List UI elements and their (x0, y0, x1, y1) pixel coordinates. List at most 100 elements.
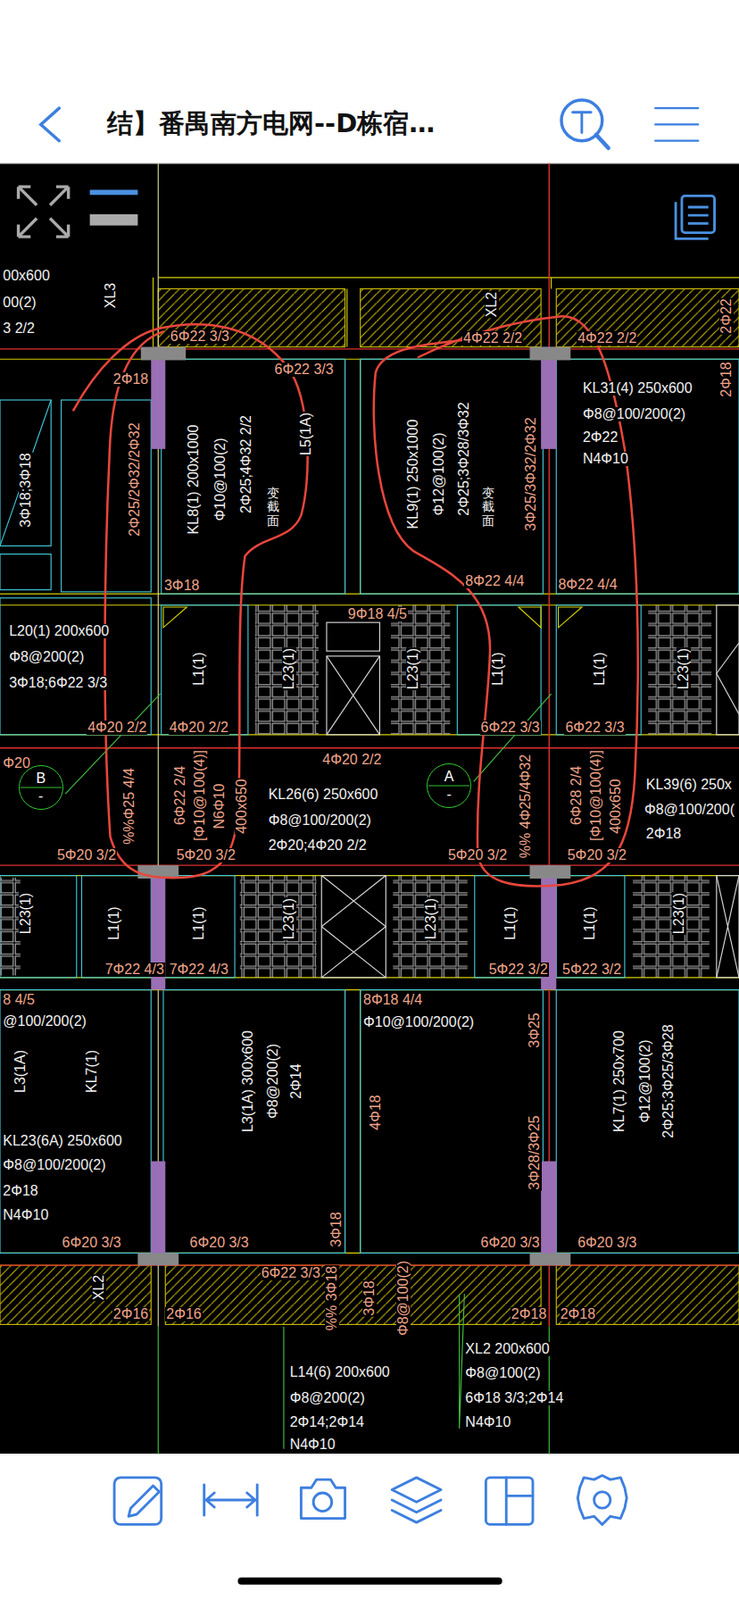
room-outlines-part (0, 989, 151, 1254)
beam-lines-part (0, 875, 739, 1254)
room-outlines-part (161, 358, 346, 594)
vertical-rebar-note: L1(1) (191, 650, 207, 686)
rebar-note: Φ8@100/200(2) (581, 406, 687, 422)
rebar-note: 6Φ20 3/3 (480, 1235, 541, 1250)
header-icons-part (41, 107, 60, 142)
vertical-rebar-note: L1(1) (490, 650, 506, 686)
vertical-rebar-note: %%Φ25 4/4 (122, 766, 137, 846)
beam-lines-part (0, 277, 739, 359)
cad-toolbar-icons-part (90, 214, 139, 226)
vertical-rebar-note: 3Φ18;3Φ18 (18, 451, 34, 528)
rebar-note: 2Φ18 (112, 372, 150, 387)
rebar-note: 7Φ22 4/3 (168, 962, 230, 977)
vertical-rebar-note: KL7(1) (84, 1048, 100, 1094)
rebar-note: 8 4/5 (1, 992, 36, 1007)
room-outlines (0, 358, 739, 1253)
columns-part (530, 347, 572, 361)
stair-grids-part (390, 605, 450, 735)
stair-grids-part (0, 877, 21, 976)
vertical-rebar-note: 3Φ25 (527, 1012, 542, 1049)
columns-part (530, 1252, 572, 1265)
shaft-crosses-part (716, 642, 739, 715)
rebar-note: 8Φ22 4/4 (464, 573, 525, 589)
rebar-note: 3 2/2 (1, 321, 36, 336)
hatched-bands-part (0, 1264, 151, 1324)
leader-lines-part (283, 1293, 465, 1449)
vertical-rebar-note: 4Φ18 (368, 1093, 383, 1130)
divider-line (20, 787, 62, 789)
header-icons-part (596, 134, 609, 149)
rebar-note: Φ8@100(2) (464, 1365, 541, 1380)
screen-grounds-part (0, 162, 739, 164)
rebar-note: 2Φ18 (510, 1306, 548, 1321)
vertical-rebar-note: 2Φ25;4Φ32 2/2 (239, 414, 254, 515)
vertical-rebar-note: 400x650 (608, 777, 623, 834)
red-markup-part (373, 315, 639, 886)
vertical-rebar-note: 400x650 (234, 777, 250, 834)
hatched-bands-part (556, 288, 739, 347)
vertical-rebar-note: L1(1) (107, 905, 122, 941)
axis-lines-light-part (157, 163, 159, 1327)
room-outlines-part (0, 597, 151, 735)
rebar-note: 5Φ22 3/2 (488, 962, 549, 977)
cad-toolbar-icons-part-part (18, 218, 38, 238)
vertical-rebar-note: L23(1) (282, 896, 297, 939)
vertical-rebar-note: [Φ10@100(4)] (589, 748, 604, 842)
room-outlines-part (0, 554, 51, 590)
bottom-toolbar-icons-part (128, 1485, 159, 1516)
vertical-rebar-note: 3Φ18 (362, 1278, 377, 1316)
beam-lines-part (345, 358, 361, 1253)
vertical-rebar-note: KL7(1) 250x700 (612, 1029, 627, 1133)
room-outlines-part (0, 399, 51, 546)
rebar-note: 6Φ22 3/3 (480, 720, 541, 735)
shaft-crosses (321, 605, 739, 978)
vertical-rebar-note: 6Φ22 2/4 (173, 764, 188, 826)
shaft-crosses-part (321, 875, 386, 978)
vertical-rebar-note: Φ12@100(2) (431, 431, 447, 517)
vertical-rebar-note: XL2 (484, 290, 499, 317)
rebar-note: 00(2) (1, 295, 37, 310)
corner-marks-part (163, 606, 582, 628)
axis-mark: A (444, 767, 455, 786)
rebar-note: 6Φ22 3/3 (169, 329, 231, 344)
axis-lines (0, 163, 739, 1327)
screen-grounds-part (0, 0, 739, 164)
vertical-rebar-note: L23(1) (423, 896, 439, 939)
cad-toolbar-icons (18, 186, 715, 239)
shaft-crosses-part (716, 875, 739, 978)
vertical-rebar-note: N6Φ10 (212, 781, 227, 830)
rebar-note: 6Φ20 3/3 (189, 1235, 250, 1250)
bottom-toolbar-icons-part (485, 1477, 533, 1525)
axis-circle: B- (18, 764, 64, 810)
document-title: 结】番禺南方电网--D栋宿… (107, 106, 435, 142)
red-markup (73, 315, 638, 886)
vertical-rebar-note: 2Φ25;3Φ25/3Φ28 (661, 1023, 676, 1139)
rebar-note: 3Φ18;6Φ22 3/3 (8, 675, 108, 690)
axis-mark: - (38, 787, 43, 806)
shaft-crosses-part (321, 875, 386, 978)
home-indicator (237, 1577, 502, 1585)
axis-circle: A- (426, 763, 472, 808)
vertical-rebar-note: L1(1) (191, 905, 207, 941)
rebar-note: L14(6) 200x600 (289, 1364, 391, 1379)
cad-toolbar-icons-part-part (49, 186, 69, 206)
bottom-toolbar-icons (114, 1475, 627, 1525)
vertical-rebar-note: XL3 (103, 282, 118, 309)
vertical-rebar-note: 2Φ18 (719, 360, 734, 398)
vertical-rebar-note: 变截面 (265, 486, 281, 528)
rebar-note: 4Φ22 2/2 (462, 331, 524, 346)
hatched-bands-part (165, 1264, 541, 1324)
screen-grounds-part (0, 163, 739, 1454)
room-outlines-part (360, 358, 544, 594)
corner-marks (163, 606, 582, 628)
vertical-rebar-note: L23(1) (18, 891, 34, 935)
rebar-note: N4Φ10 (1, 1207, 50, 1222)
vertical-rebar-note: 2Φ25;3Φ28/3Φ32 (456, 401, 472, 517)
cad-toolbar-icons-part (90, 190, 139, 196)
rebar-note: L20(1) 200x600 (8, 623, 110, 639)
room-outlines-part (0, 399, 51, 546)
vertical-rebar-note: L23(1) (672, 891, 687, 935)
vertical-rebar-note: 变截面 (481, 486, 496, 528)
rebar-note: KL39(6) 250x (645, 777, 733, 792)
